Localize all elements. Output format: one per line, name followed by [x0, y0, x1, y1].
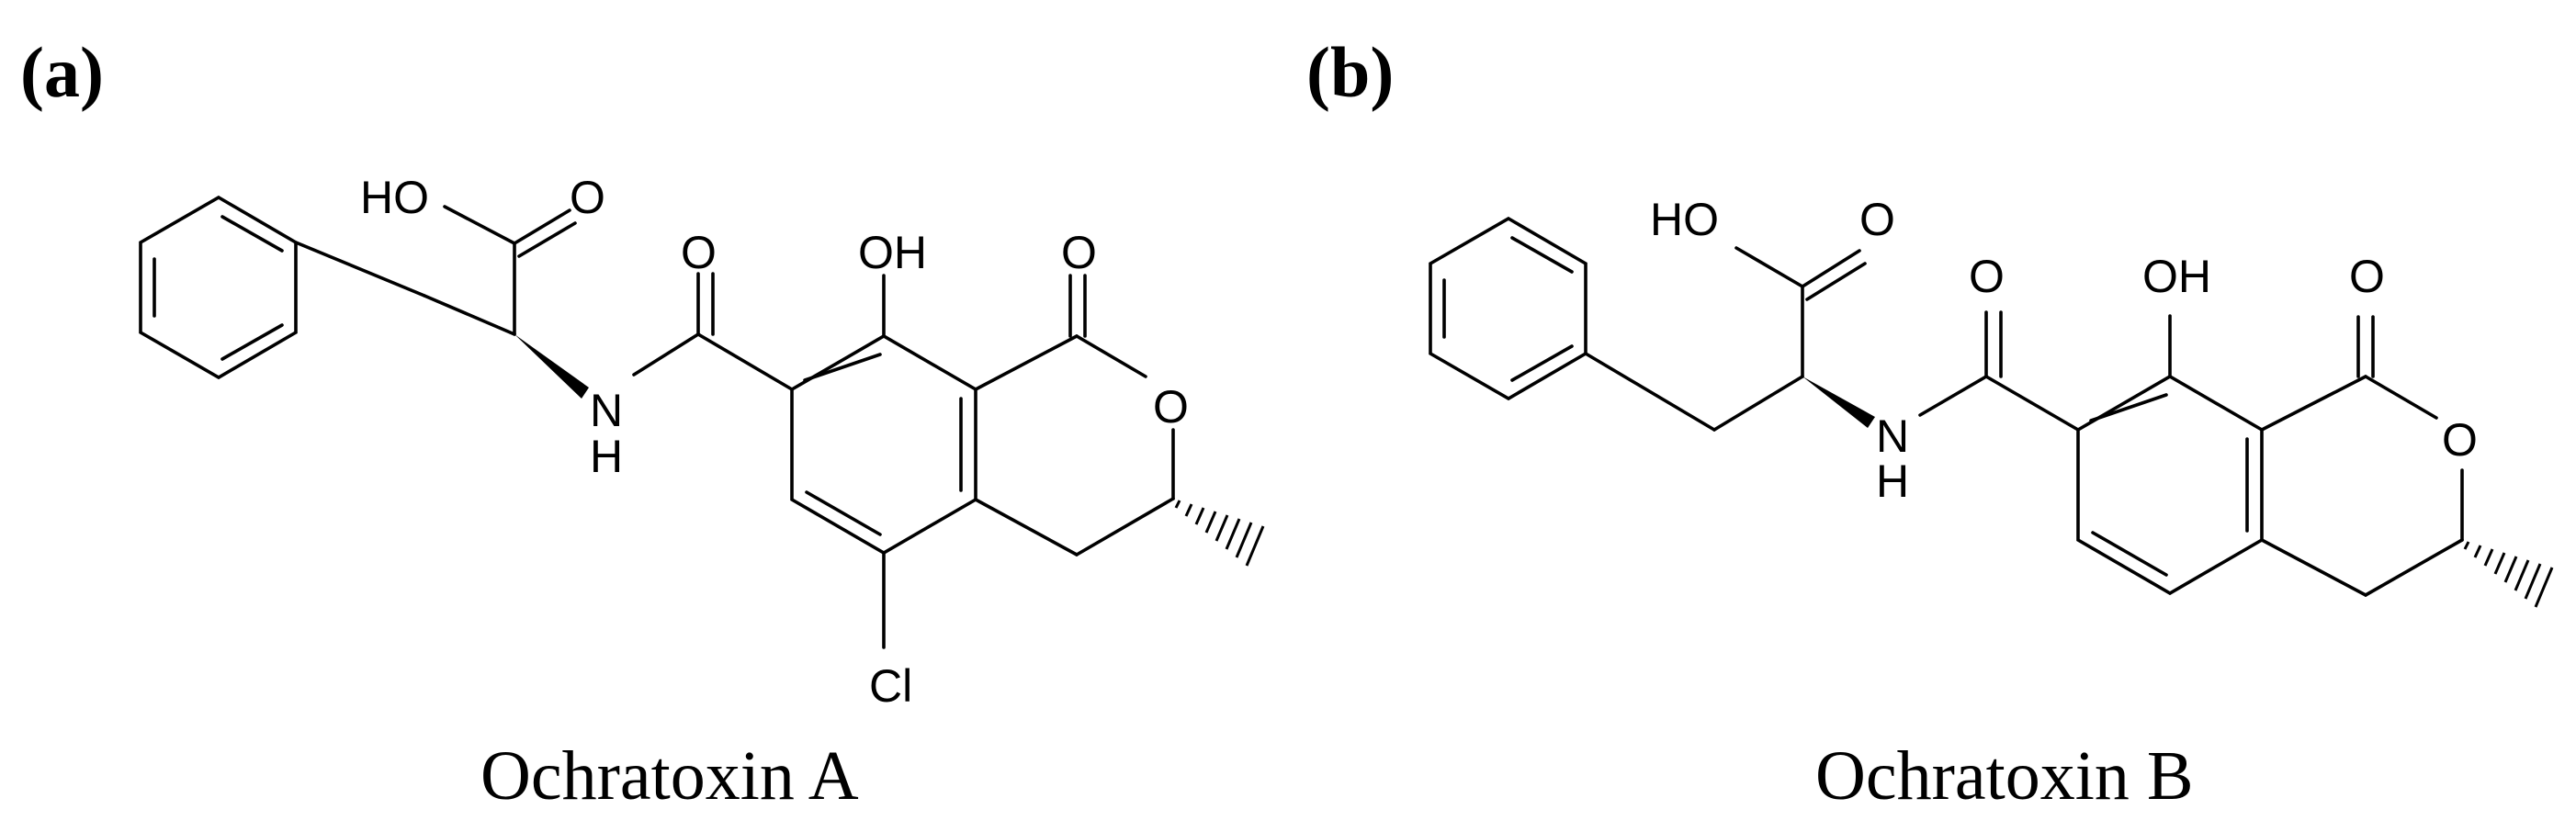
nitrogen-label: N: [590, 385, 623, 436]
panel-label-b: (b): [1306, 32, 1394, 112]
stereo-wedge: [514, 334, 589, 399]
caption-a: Ochratoxin A: [480, 737, 859, 815]
acid-carbonyl-bond: [513, 208, 571, 245]
acid-o-label: O: [1859, 194, 1895, 245]
acid-oh-label: HO: [360, 172, 429, 223]
panel-ochratoxin-a: (a): [20, 32, 1265, 815]
nitrogen-h-label: H: [1876, 455, 1909, 507]
lactone-carbonyl-c-bond: [2260, 375, 2367, 432]
acid-o-label: O: [570, 172, 605, 223]
ring-ch2-bond: [2260, 538, 2367, 597]
isocoumarin-aromatic-ring: [790, 333, 977, 556]
panel-label-a: (a): [20, 32, 104, 112]
alpha-bond: [423, 294, 516, 336]
phenol-oh-label: OH: [858, 227, 927, 278]
acid-carbonyl-bond: [1801, 249, 1861, 288]
alpha-bond: [1712, 375, 1804, 432]
ring-ch2-bond: [974, 498, 1079, 557]
lactone-ester-bond: [1075, 334, 1147, 378]
structure-ochratoxin-b: HO O O OH O O N H: [1429, 194, 2554, 608]
methyl-hash-bond: [1174, 500, 1265, 567]
panel-ochratoxin-b: (b): [1306, 32, 2554, 815]
phenol-oh-label: OH: [2142, 251, 2211, 302]
amide-n-bond: [632, 332, 700, 377]
benzyl-bond: [1584, 352, 1716, 432]
ring-ch-bond: [1075, 497, 1175, 557]
lactone-ester-bond: [2364, 375, 2438, 420]
amide-n-bond: [1918, 375, 1988, 417]
methyl-hash-bond: [2463, 541, 2554, 608]
acid-oh-label: HO: [1650, 194, 1719, 245]
phenyl-ring: [1429, 216, 1587, 401]
lactone-carbonyl-c-bond: [974, 334, 1079, 391]
stereo-wedge: [1802, 377, 1875, 428]
ring-ch-bond: [2364, 538, 2464, 597]
lactone-o-label: O: [1061, 227, 1097, 278]
nitrogen-label: N: [1876, 410, 1909, 462]
isocoumarin-aromatic-ring: [2076, 374, 2264, 596]
phenyl-ring: [139, 195, 298, 380]
chlorine-label: Cl: [869, 660, 912, 712]
nitrogen-h-label: H: [590, 431, 623, 482]
benzyl-bond: [294, 241, 426, 298]
ring-o-label: O: [2442, 414, 2478, 466]
amide-aryl-bond: [1984, 375, 2080, 432]
amide-o-label: O: [681, 227, 717, 278]
ring-o-label: O: [1153, 381, 1189, 433]
amide-o-label: O: [1969, 251, 2005, 302]
structure-ochratoxin-a: HO O O OH O O N H Cl: [139, 172, 1265, 712]
acid-oh-bond: [443, 205, 516, 245]
caption-b: Ochratoxin B: [1815, 737, 2194, 815]
acid-oh-bond: [1734, 246, 1804, 288]
amide-aryl-bond: [696, 332, 794, 391]
lactone-o-label: O: [2349, 251, 2385, 302]
